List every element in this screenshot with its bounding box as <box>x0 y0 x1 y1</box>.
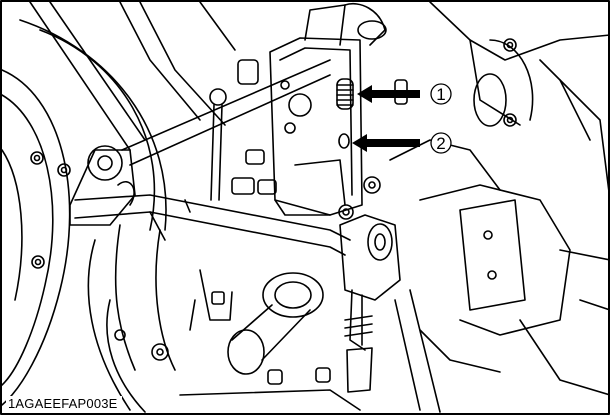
right-clevis <box>338 204 401 393</box>
ball-rod <box>209 88 227 201</box>
adjuster-knob-item-1 <box>336 78 354 110</box>
callout-arrow-1 <box>357 85 420 103</box>
pin-hole-item-2 <box>338 133 350 149</box>
left-link-arm <box>69 59 331 226</box>
center-bracket <box>237 3 408 216</box>
callout-circle-2: 2 <box>430 132 452 154</box>
upper-struts <box>29 1 236 151</box>
callout-number-1: 1 <box>436 85 445 104</box>
right-mechanism <box>389 1 610 396</box>
left-bolts <box>30 151 126 341</box>
callout-arrow-2 <box>352 134 420 152</box>
left-wheel <box>1 19 167 413</box>
callout-number-2: 2 <box>436 134 445 153</box>
callout-circle-1: 1 <box>430 83 452 105</box>
lower-shaft <box>114 224 441 413</box>
figure-code: 1AGAEEFAP003E <box>6 396 122 411</box>
